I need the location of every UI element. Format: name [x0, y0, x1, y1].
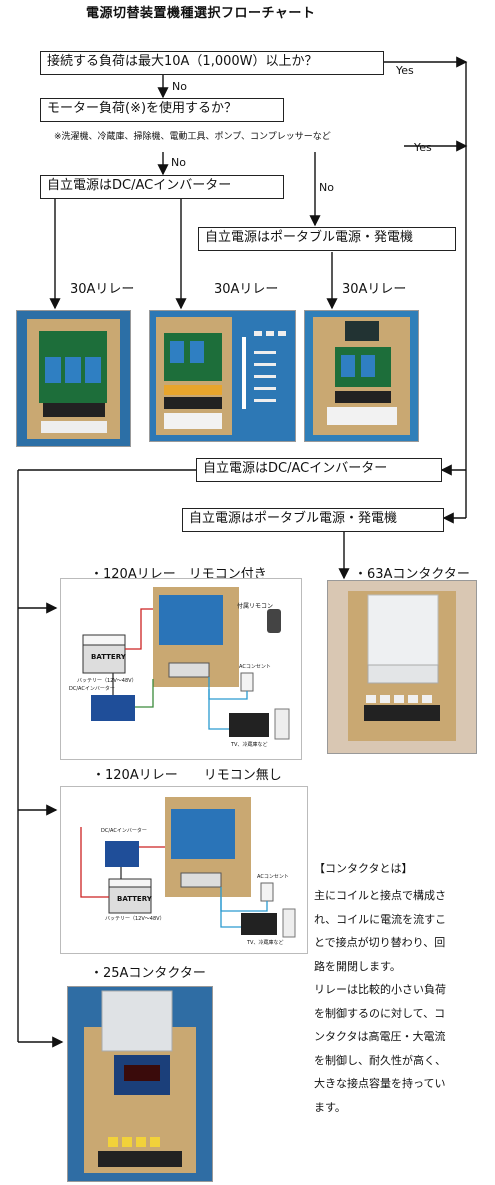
battery-label: BATTERY: [91, 653, 126, 661]
outlet-label-2: ACコンセント: [257, 874, 289, 880]
contactor-info-line: 大きな接点容量を持ってい: [314, 1077, 446, 1090]
contactor-info-line: 路を開閉します。: [314, 959, 401, 973]
contactor-info-line: を制御するのに対して、コ: [314, 1006, 446, 1020]
motor-load-note: ※洗濯機、冷蔵庫、掃除機、電動工具、ポンプ、コンプレッサーなど: [54, 132, 331, 142]
relay30-photo-2: [149, 310, 296, 442]
box-dcac-inverter: 自立電源はDC/ACインバーター: [40, 175, 284, 199]
page-title: 電源切替装置機種選択フローチャート: [86, 6, 316, 21]
q1-no-label: No: [172, 80, 187, 93]
outlet-label: ACコンセント: [239, 664, 271, 670]
tv-label-2: TV、冷蔵庫など: [247, 940, 284, 946]
relay120-remote-diagram: 付属リモコン BATTERY バッテリー（12V～48V） DC/ACインバータ…: [60, 578, 302, 760]
contactor-info-line: れ、コイルに電流を流すこ: [314, 912, 447, 926]
box-portable-generator: 自立電源はポータブル電源・発電機: [198, 227, 456, 251]
relay30-photo-3: [304, 310, 419, 442]
q2-yes-label: Yes: [414, 141, 432, 154]
q2-no2-label: No: [319, 181, 334, 194]
contactor-info-line: を制御し、耐久性が高く、: [314, 1053, 446, 1067]
contactor25-photo: [67, 986, 213, 1182]
contactor-info-line: リレーは比較的小さい負荷: [314, 983, 446, 996]
question-motor-load: モーター負荷(※)を使用するか？: [40, 98, 284, 122]
battery-label-2: BATTERY: [117, 895, 152, 903]
relay120-noremote-label: ・120Aリレー リモコン無し: [92, 768, 282, 783]
contactor-info-heading: 【コンタクタとは】: [314, 862, 413, 875]
relay30-label-1: 30Aリレー: [70, 282, 135, 297]
q2-no-label: No: [171, 156, 186, 169]
battery-caption-2: バッテリー（12V～48V）: [105, 916, 165, 922]
relay30-label-3: 30Aリレー: [342, 282, 407, 297]
relay120-noremote-diagram: DC/ACインバーター BATTERY バッテリー（12V～48V） ACコンセ…: [60, 786, 308, 954]
question-load-10a: 接続する負荷は最大10A（1,000W）以上か？: [40, 51, 384, 75]
inverter-label-2: DC/ACインバーター: [101, 828, 147, 834]
box-portable-generator-2: 自立電源はポータブル電源・発電機: [182, 508, 444, 532]
relay30-label-2: 30Aリレー: [214, 282, 279, 297]
contactor63-photo: [327, 580, 477, 754]
inverter-label: DC/ACインバーター: [69, 686, 115, 692]
contactor25-label: ・25Aコンタクター: [90, 966, 206, 981]
contactor-info-line: ます。: [314, 1100, 346, 1114]
contactor63-label: ・63Aコンタクター: [354, 567, 470, 582]
relay30-photo-1: [16, 310, 131, 447]
battery-caption: バッテリー（12V～48V）: [77, 678, 137, 684]
remote-label: 付属リモコン: [237, 603, 274, 610]
box-dcac-inverter-2: 自立電源はDC/ACインバーター: [196, 458, 442, 482]
contactor-info-body: 主にコイルと接点で構成さ れ、コイルに電流を流すこ とで接点が切り替わり、回 路…: [314, 884, 474, 1119]
contactor-info-line: ンタクタは高電圧・大電流: [314, 1030, 446, 1043]
contactor-info-line: 主にコイルと接点で構成さ: [314, 889, 446, 902]
tv-label: TV、冷蔵庫など: [231, 742, 268, 748]
q1-yes-label: Yes: [396, 64, 414, 77]
contactor-info-line: とで接点が切り替わり、回: [314, 936, 446, 949]
